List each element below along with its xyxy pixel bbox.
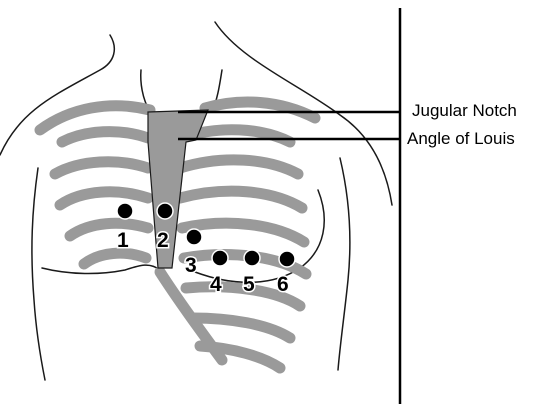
left-clavicle: [40, 106, 150, 130]
right-clavicle: [205, 102, 315, 118]
left-chest-outline: [42, 265, 160, 273]
electrode-v6-dot: [279, 251, 295, 267]
left-arm-outline: [32, 168, 45, 380]
electrode-v4-number: 4: [210, 273, 222, 296]
left-rib-3: [60, 192, 148, 205]
left-ribs: [55, 132, 148, 264]
left-rib-2: [55, 162, 148, 174]
electrode-v1-dot: [117, 203, 133, 219]
right-arm-outline: [338, 158, 350, 370]
electrode-v3-number: 3: [185, 254, 197, 277]
left-rib-4: [70, 223, 148, 236]
electrode-v4-dot: [212, 250, 228, 266]
electrode-v3-dot: [186, 229, 202, 245]
electrode-v2-dot: [157, 203, 173, 219]
electrode-v2-number: 2: [157, 229, 169, 252]
electrode-v1-number: 1: [117, 229, 129, 252]
electrode-v6: 6: [277, 251, 295, 296]
jugular-notch-label: Jugular Notch: [412, 101, 517, 120]
electrode-v5-number: 5: [243, 273, 255, 296]
right-rib-3: [180, 191, 302, 208]
left-rib-5: [84, 253, 146, 264]
right-rib-2: [180, 160, 298, 174]
left-rib-1: [62, 132, 148, 142]
angle-of-louis-label: Angle of Louis: [407, 129, 515, 148]
electrode-v6-number: 6: [277, 273, 289, 296]
electrode-v5-dot: [244, 250, 260, 266]
